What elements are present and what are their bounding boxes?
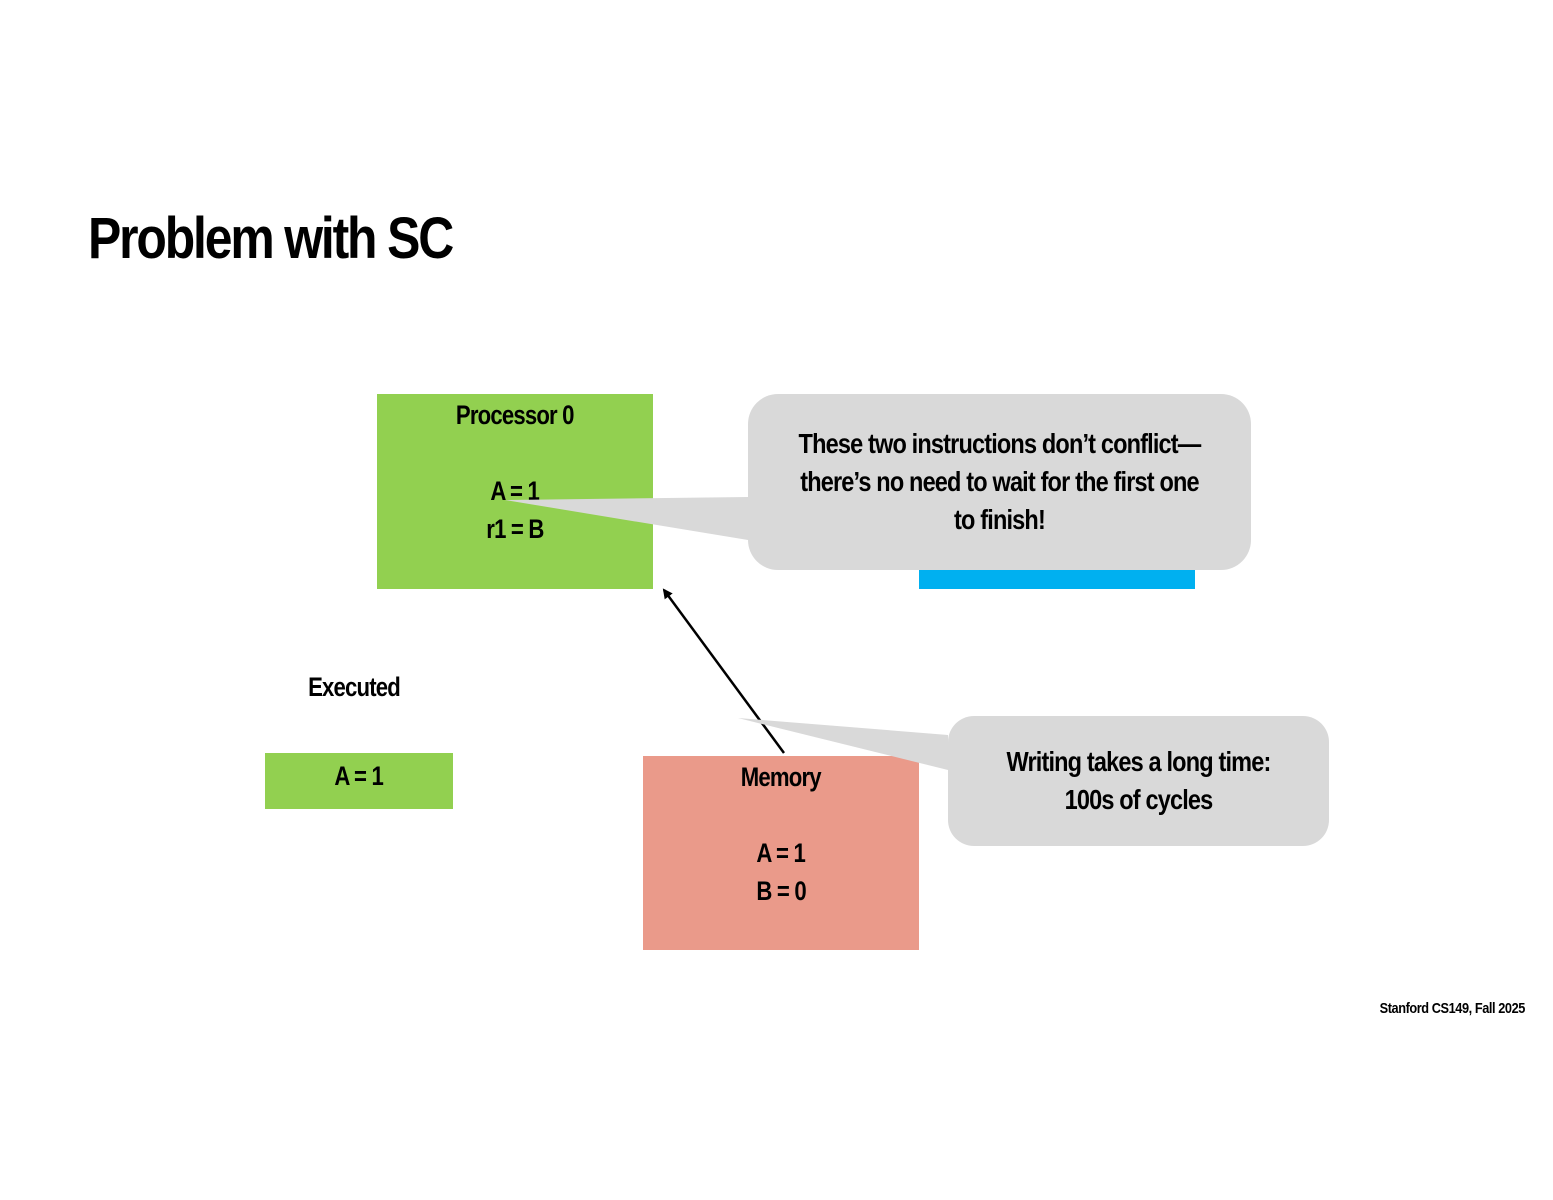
executed-instruction: A = 1 [334,761,384,791]
processor-0-label: Processor 0 [456,400,575,430]
memory-box: Memory A = 1 B = 0 [643,756,919,950]
no-conflict-callout-text: These two instructions don’t conflict— t… [798,428,1202,535]
memory-value-a: A = 1 [756,838,806,868]
write-latency-callout-text: Writing takes a long time: 100s of cycle… [1006,746,1272,815]
write-latency-callout [738,716,1329,846]
no-conflict-callout [505,394,1251,570]
memory-value-b: B = 0 [756,876,806,906]
memory-label: Memory [741,762,822,792]
executed-label: Executed [308,672,401,702]
executed-instruction-box: A = 1 [265,753,453,809]
slide-footer: Stanford CS149, Fall 2025 [1379,1000,1526,1017]
memory-to-processor-arrow [662,588,786,754]
slide-title: Problem with SC [88,206,454,271]
instruction-read-b: r1 = B [486,514,544,544]
